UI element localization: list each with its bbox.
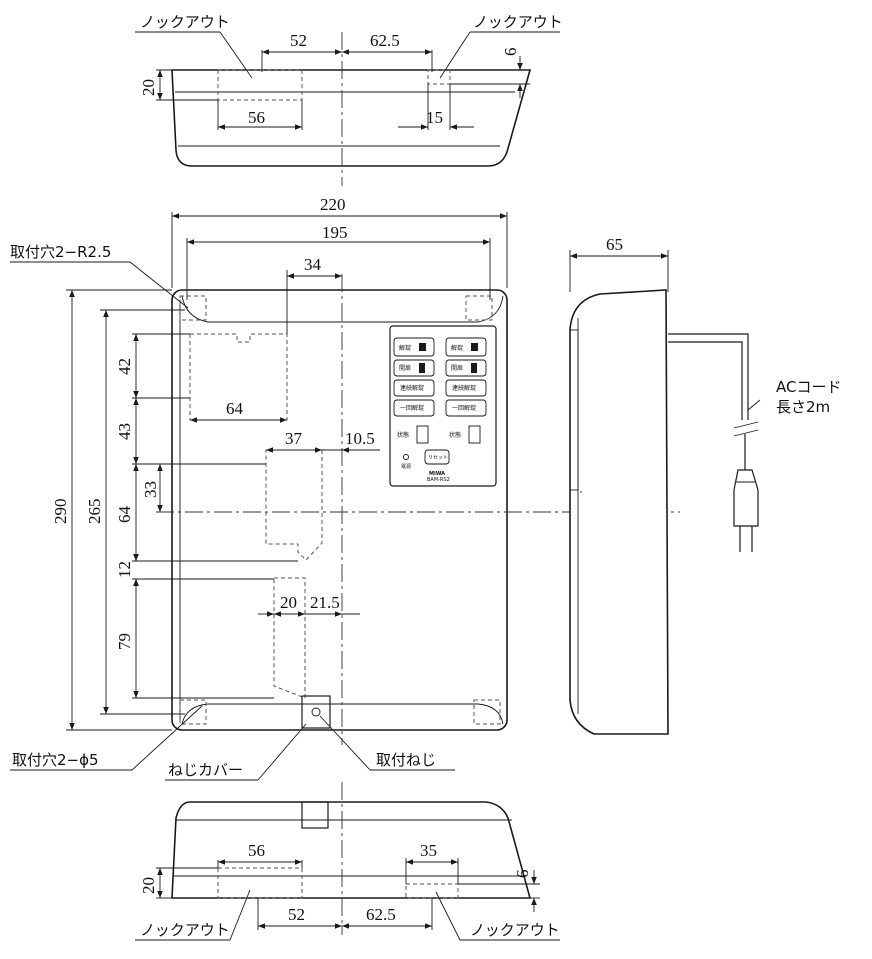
left-door-icon <box>419 363 425 373</box>
right-open-label: 開扉 <box>451 364 463 372</box>
dim-h-37: 37 <box>285 429 303 448</box>
dim-bottom-62-5: 62.5 <box>366 905 396 924</box>
right-open-key[interactable] <box>445 359 487 377</box>
dim-depth-65: 65 <box>606 235 623 254</box>
mount-screw-head <box>311 707 321 717</box>
screw-cover <box>301 695 331 729</box>
left-open-key[interactable] <box>393 359 435 377</box>
dim-h-10-5: 10.5 <box>345 429 375 448</box>
ac-plug <box>733 469 759 527</box>
power-label: 電源 <box>401 463 411 470</box>
dim-v-33: 33 <box>141 481 160 498</box>
dim-h-20: 20 <box>280 593 297 612</box>
right-door-icon <box>471 363 477 373</box>
left-continuous-label: 連続解錠 <box>400 384 424 392</box>
dim-height-290: 290 <box>51 499 70 525</box>
right-unlock-label: 解錠 <box>451 344 463 352</box>
dim-h-21-5: 21.5 <box>310 593 340 612</box>
bottom-screw-cover <box>301 801 329 829</box>
screw-cover-label: ねじカバー <box>168 761 243 779</box>
dim-top-6: 6 <box>501 48 520 57</box>
reset-button[interactable] <box>424 449 450 465</box>
dim-height-265: 265 <box>85 499 104 525</box>
power-led <box>403 454 409 460</box>
left-lock-icon <box>419 343 426 351</box>
dim-v-79: 79 <box>115 633 134 650</box>
dim-v-12: 12 <box>115 561 134 578</box>
knockout-label-top-right: ノックアウト <box>473 13 563 31</box>
left-unlock-label: 解錠 <box>399 344 411 352</box>
left-state-label: 状態 <box>397 431 409 439</box>
cord-length-label: 長さ2m <box>776 398 830 416</box>
right-lock-icon <box>471 343 478 351</box>
knockout-label-top-left: ノックアウト <box>140 13 230 31</box>
right-unlock-key[interactable] <box>445 337 487 357</box>
left-once-label: 一回解錠 <box>400 404 424 412</box>
ac-cord-label: ACコード <box>776 378 841 396</box>
dim-width-195: 195 <box>322 223 348 242</box>
mount-hole-phi-label: 取付穴2−ϕ5 <box>12 751 99 769</box>
bottom-view: 56 35 52 62.5 20 6 ノックアウト ノックアウト <box>135 782 560 941</box>
mount-screw-label: 取付ねじ <box>376 751 436 769</box>
reset-label: リセット <box>428 455 448 461</box>
dim-bottom-20: 20 <box>139 877 158 894</box>
right-continuous-key[interactable] <box>445 379 487 397</box>
left-state-indicator <box>416 425 429 444</box>
dim-h-34: 34 <box>304 255 322 274</box>
dim-bottom-56: 56 <box>248 841 265 860</box>
dim-h-64: 64 <box>226 399 244 418</box>
knockout-label-bottom-left: ノックアウト <box>140 921 230 939</box>
dim-top-62-5: 62.5 <box>370 31 400 50</box>
dim-width-220: 220 <box>320 195 346 214</box>
left-once-key[interactable] <box>393 399 435 417</box>
control-panel: 解錠 開扉 連続解錠 一回解錠 解錠 開扉 連続解錠 一回解錠 状態 状態 電源… <box>389 325 497 487</box>
mount-hole-r-label: 取付穴2−R2.5 <box>10 243 111 261</box>
dim-top-20: 20 <box>139 79 158 96</box>
right-continuous-label: 連続解錠 <box>452 384 476 392</box>
brand-label: MIWA <box>429 471 445 477</box>
dim-top-15: 15 <box>426 108 443 127</box>
dim-bottom-35: 35 <box>420 841 437 860</box>
left-unlock-key[interactable] <box>393 337 435 357</box>
left-open-label: 開扉 <box>399 364 411 372</box>
model-label: BAM-RS2 <box>427 477 450 483</box>
right-once-label: 一回解錠 <box>452 404 476 412</box>
dim-top-52: 52 <box>290 31 307 50</box>
right-state-indicator <box>468 425 481 444</box>
front-view: 解錠 開扉 連続解錠 一回解錠 解錠 開扉 連続解錠 一回解錠 状態 状態 電源… <box>10 195 680 781</box>
left-continuous-key[interactable] <box>393 379 435 397</box>
right-once-key[interactable] <box>445 399 487 417</box>
dim-bottom-52: 52 <box>288 905 305 924</box>
side-view: 65 ACコード 長さ2m <box>569 235 841 735</box>
dim-top-56: 56 <box>248 108 265 127</box>
knockout-label-bottom-right: ノックアウト <box>470 921 560 939</box>
top-view: ノックアウト ノックアウト 52 62.5 56 15 20 6 <box>135 13 563 186</box>
dim-v-42: 42 <box>115 358 134 375</box>
dim-bottom-6: 6 <box>513 870 532 879</box>
dim-v-64: 64 <box>115 506 134 524</box>
dim-v-43: 43 <box>115 423 134 440</box>
right-state-label: 状態 <box>449 431 461 439</box>
ac-cord <box>668 333 749 420</box>
